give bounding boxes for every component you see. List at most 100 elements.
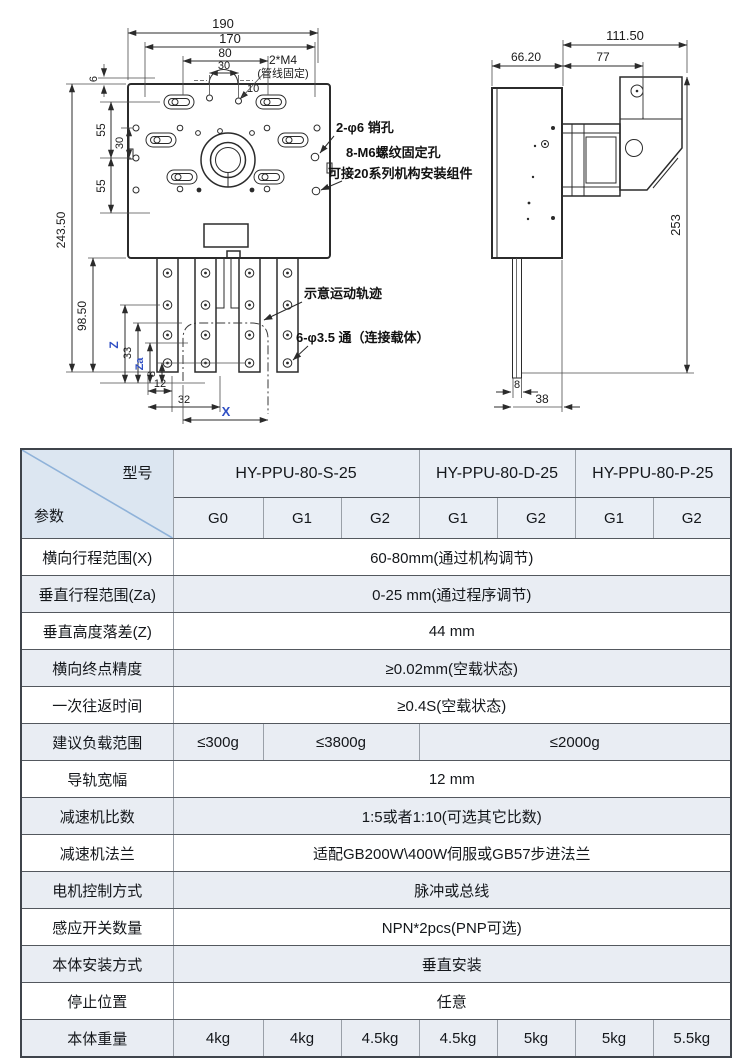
row-label: 垂直高度落差(Z)	[20, 612, 174, 650]
dim-z: Z	[107, 341, 121, 348]
spec-value-cell: 44 mm	[172, 612, 732, 650]
row-label: 减速机比数	[20, 797, 174, 835]
label-thread-holes: 8-M6螺纹固定孔	[346, 145, 441, 160]
spec-value-cell: ≤300g	[172, 723, 264, 761]
table-row: 减速机法兰适配GB200W\400W伺服或GB57步进法兰	[20, 834, 732, 872]
table-row: 一次往返时间≥0.4S(空载状态)	[20, 686, 732, 724]
dim-33: 33	[122, 347, 134, 359]
row-label: 横向行程范围(X)	[20, 538, 174, 576]
table-row: 建议负载范围≤300g≤3800g≤2000g	[20, 723, 732, 761]
row-label: 垂直行程范围(Za)	[20, 575, 174, 613]
row-label: 建议负载范围	[20, 723, 174, 761]
dim-55-lower: 55	[94, 179, 108, 193]
model-header-p25: HY-PPU-80-P-25	[574, 448, 732, 498]
grade-header-1: G1	[262, 497, 342, 539]
technical-drawings: 190 170 80 30 10 2*M4 (管线固定) 6	[0, 0, 750, 446]
corner-parameter-label: 参数	[34, 508, 65, 525]
diagonal-divider	[22, 450, 172, 538]
label-mount-note: 可接20系列机构安装组件	[328, 166, 472, 181]
dim-8-side: 8	[514, 379, 520, 391]
table-row: 横向终点精度≥0.02mm(空载状态)	[20, 649, 732, 687]
spec-value-cell: 4kg	[172, 1019, 264, 1058]
row-label: 减速机法兰	[20, 834, 174, 872]
spec-value-cell: 垂直安装	[172, 945, 732, 983]
row-label: 本体重量	[20, 1019, 174, 1058]
table-row: 垂直行程范围(Za)0-25 mm(通过程序调节)	[20, 575, 732, 613]
spec-value-cell: ≤3800g	[262, 723, 420, 761]
dim-12: 12	[154, 378, 166, 390]
row-label: 本体安装方式	[20, 945, 174, 983]
row-label: 感应开关数量	[20, 908, 174, 946]
dim-38: 38	[535, 392, 549, 406]
spec-value-cell: 任意	[172, 982, 732, 1020]
grade-header-4: G2	[496, 497, 576, 539]
front-view-drawing: 190 170 80 30 10 2*M4 (管线固定) 6	[54, 16, 472, 424]
spec-table-section: 型号 参数 HY-PPU-80-S-25 HY-PPU-80-D-25 HY-P…	[20, 448, 733, 1058]
dim-170: 170	[219, 31, 241, 46]
spec-value-cell: 5.5kg	[652, 1019, 732, 1058]
grade-header-3: G1	[418, 497, 498, 539]
table-row: 本体安装方式垂直安装	[20, 945, 732, 983]
model-header-s25: HY-PPU-80-S-25	[172, 448, 420, 498]
row-label: 导轨宽幅	[20, 760, 174, 798]
spec-value-cell: ≥0.4S(空载状态)	[172, 686, 732, 724]
spec-value-cell: 5kg	[574, 1019, 654, 1058]
spec-value-cell: NPN*2pcs(PNP可选)	[172, 908, 732, 946]
grade-header-2: G2	[340, 497, 420, 539]
spec-value-cell: 脉冲或总线	[172, 871, 732, 909]
dim-6: 6	[88, 76, 100, 82]
motion-trajectory-path	[182, 322, 269, 414]
row-label: 停止位置	[20, 982, 174, 1020]
spec-value-cell: ≥0.02mm(空载状态)	[172, 649, 732, 687]
dim-8-front: 8	[146, 371, 158, 377]
dim-111-50: 111.50	[606, 28, 644, 43]
spec-value-cell: 0-25 mm(通过程序调节)	[172, 575, 732, 613]
table-row: 停止位置任意	[20, 982, 732, 1020]
row-label: 一次往返时间	[20, 686, 174, 724]
label-pin-holes: 2-φ6 销孔	[336, 120, 394, 135]
grade-header-0: G0	[172, 497, 264, 539]
label-trajectory: 示意运动轨迹	[304, 286, 382, 301]
spec-value-cell: 1:5或者1:10(可选其它比数)	[172, 797, 732, 835]
row-label: 电机控制方式	[20, 871, 174, 909]
label-m4-note: (管线固定)	[257, 66, 308, 80]
label-carrier-holes: 6-φ3.5 通（连接载体）	[296, 330, 430, 345]
dim-x: X	[222, 404, 231, 419]
table-row: 垂直高度落差(Z)44 mm	[20, 612, 732, 650]
dim-za: Za	[134, 357, 146, 371]
cad-drawing-canvas: 190 170 80 30 10 2*M4 (管线固定) 6	[54, 16, 694, 424]
spec-value-cell: 5kg	[496, 1019, 576, 1058]
dim-80: 80	[218, 46, 232, 60]
grade-header-6: G2	[652, 497, 732, 539]
dim-32: 32	[178, 394, 190, 406]
dim-30-left: 30	[114, 137, 126, 149]
spec-table-body: 横向行程范围(X)60-80mm(通过机构调节)垂直行程范围(Za)0-25 m…	[20, 538, 732, 1058]
dim-77: 77	[596, 50, 610, 64]
spec-value-cell: 4.5kg	[340, 1019, 420, 1058]
spec-value-cell: 60-80mm(通过机构调节)	[172, 538, 732, 576]
dim-243-50: 243.50	[54, 211, 68, 248]
dim-190: 190	[212, 16, 234, 31]
table-row: 横向行程范围(X)60-80mm(通过机构调节)	[20, 538, 732, 576]
corner-cell: 型号 参数	[20, 448, 174, 539]
dim-55-upper: 55	[94, 123, 108, 137]
dim-98-50: 98.50	[75, 301, 89, 331]
side-view-drawing: 111.50 77 66.20 253 8 38	[491, 28, 694, 412]
label-m4: 2*M4	[269, 53, 297, 67]
dim-253: 253	[668, 214, 683, 236]
grade-header-5: G1	[574, 497, 654, 539]
corner-model-label: 型号	[122, 465, 153, 482]
dim-10: 10	[247, 83, 259, 95]
spec-value-cell: 4.5kg	[418, 1019, 498, 1058]
dim-66-20: 66.20	[511, 50, 541, 64]
spec-value-cell: 12 mm	[172, 760, 732, 798]
model-header-d25: HY-PPU-80-D-25	[418, 448, 576, 498]
row-label: 横向终点精度	[20, 649, 174, 687]
spec-value-cell: 适配GB200W\400W伺服或GB57步进法兰	[172, 834, 732, 872]
